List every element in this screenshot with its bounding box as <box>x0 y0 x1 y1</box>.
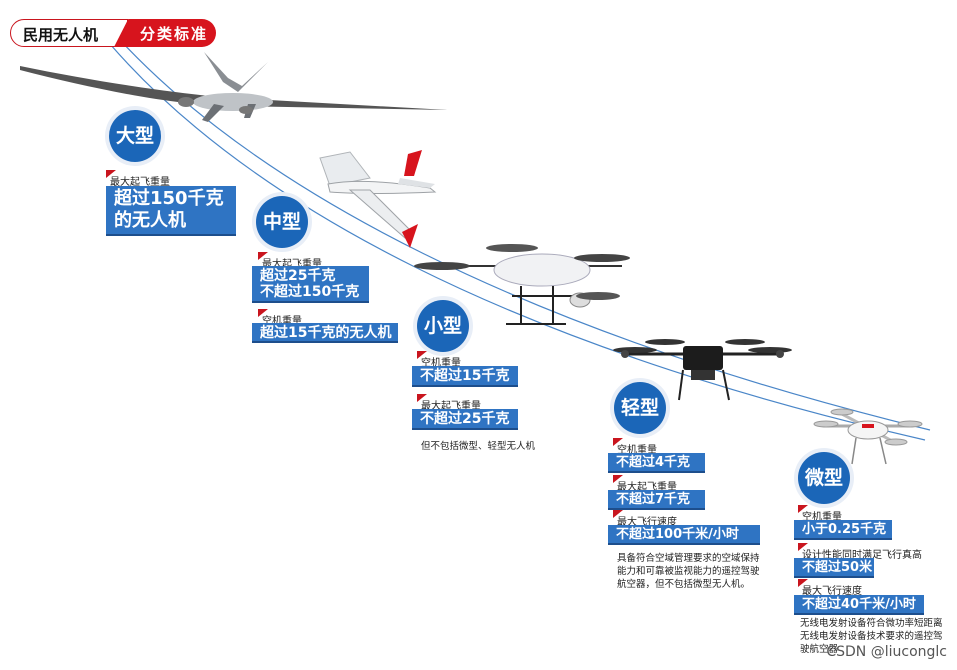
medium-value-1: 超过25千克 不超过150千克 <box>252 266 369 303</box>
micro-note: 无线电发射设备符合微功率短距离 无线电发射设备技术要求的遥控驾 驶航空器 <box>800 618 943 655</box>
small-value-2: 不超过25千克 <box>412 409 518 430</box>
light-label-3: 最大飞行速度 <box>617 513 677 528</box>
category-micro-badge: 微型 <box>798 452 850 504</box>
light-label-2: 最大起飞重量 <box>617 478 677 493</box>
category-small-badge: 小型 <box>417 300 469 352</box>
small-value-1: 不超过15千克 <box>412 366 518 387</box>
medium-label-1: 最大起飞重量 <box>262 255 322 270</box>
light-value-2: 不超过7千克 <box>608 490 705 510</box>
header-tag-right: 分类标准 <box>114 19 216 47</box>
micro-value-1: 小于0.25千克 <box>794 520 892 540</box>
category-medium-badge: 中型 <box>256 196 308 248</box>
micro-value-2: 不超过50米 <box>794 558 874 578</box>
large-label-1: 最大起飞重量 <box>110 173 170 188</box>
large-drone-image <box>20 52 448 122</box>
micro-value-3: 不超过40千米/小时 <box>794 595 924 615</box>
light-label-1: 空机重量 <box>617 441 657 456</box>
small-drone-image <box>414 244 630 325</box>
medium-drone-image <box>319 150 437 248</box>
header-tag-left: 民用无人机 <box>10 19 128 47</box>
small-note: 但不包括微型、轻型无人机 <box>421 441 536 452</box>
category-light-badge: 轻型 <box>614 382 666 434</box>
light-drone-image <box>613 339 792 401</box>
watermark: CSDN @liuconglc <box>826 644 947 660</box>
medium-value-2: 超过15千克的无人机 <box>252 323 398 343</box>
category-large-badge: 大型 <box>109 110 161 162</box>
small-label-2: 最大起飞重量 <box>421 397 481 412</box>
micro-drone-image <box>813 408 923 465</box>
header-subtitle: 分类标准 <box>140 25 209 43</box>
light-note: 具备符合空域管理要求的空域保持 能力和可靠被监视能力的遥控驾驶 航空器，但不包括… <box>617 553 760 590</box>
large-value-1: 超过150千克 的无人机 <box>106 186 236 236</box>
micro-label-1: 空机重量 <box>802 508 842 523</box>
header-tag: 民用无人机 分类标准 <box>10 19 216 47</box>
small-label-1: 空机重量 <box>421 354 461 369</box>
micro-label-3: 最大飞行速度 <box>802 582 862 597</box>
micro-label-2: 设计性能同时满足飞行真高 <box>802 546 922 561</box>
light-value-1: 不超过4千克 <box>608 453 705 473</box>
light-value-3: 不超过100千米/小时 <box>608 525 760 545</box>
medium-label-2: 空机重量 <box>262 312 302 327</box>
header-title: 民用无人机 <box>23 26 99 44</box>
